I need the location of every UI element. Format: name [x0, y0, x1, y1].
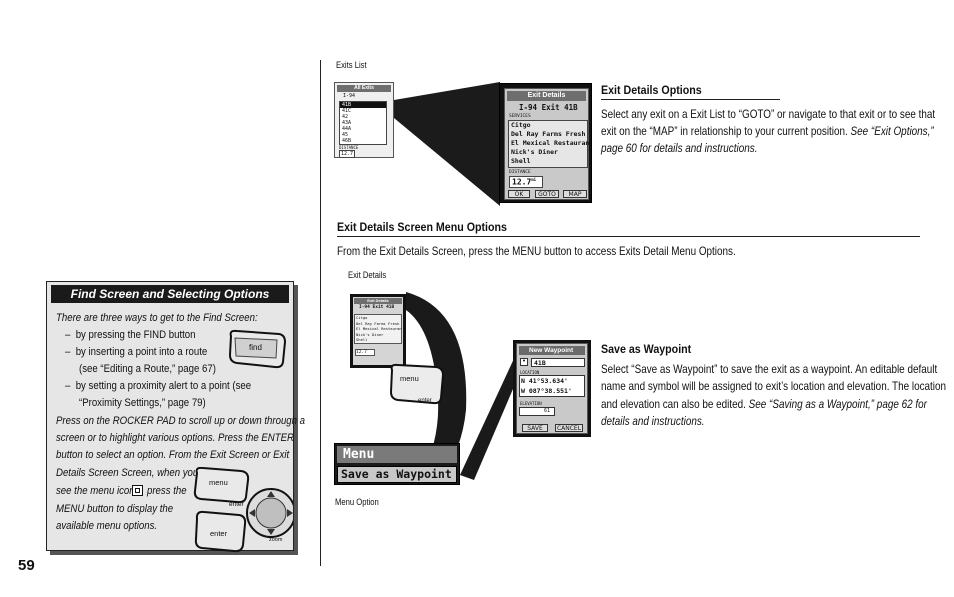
- list-item: Del Ray Farms Fresh: [356, 320, 400, 326]
- exit-details-options-line: page 60 for details and instructions.: [601, 141, 758, 155]
- save-as-waypoint-heading: Save as Waypoint: [601, 342, 692, 356]
- caption-exit-details: Exit Details: [348, 270, 387, 280]
- find-screen-sidebar: Find Screen and Selecting Options There …: [46, 281, 305, 553]
- ok-button[interactable]: OK: [508, 190, 530, 198]
- map-button[interactable]: MAP: [563, 190, 587, 198]
- list-item: Del Ray Farms Fresh: [511, 130, 586, 138]
- sidebar-way-1: – by pressing the FIND button: [65, 329, 196, 341]
- heading-rule: [337, 236, 920, 237]
- find-button-illustration: find: [227, 328, 287, 370]
- sidebar-para-line: press the: [147, 485, 187, 497]
- menu-swoosh: [406, 292, 528, 480]
- exit-details-services-label: SERVICES: [509, 114, 531, 119]
- small-exit: I-94 Exit 41B: [359, 305, 395, 310]
- new-waypoint-screen: New Waypoint • 41B LOCATION N 41°53.634'…: [513, 340, 591, 437]
- sidebar-para-line: Press on the ROCKER PAD to scroll up or …: [56, 415, 306, 427]
- exit-details-menu-line: From the Exit Details Screen, press the …: [337, 244, 736, 258]
- elevation-label: ELEVATION: [520, 401, 542, 406]
- list-item: Shell: [511, 157, 531, 165]
- save-as-waypoint-option[interactable]: Save as Waypoint: [337, 466, 457, 483]
- exit-details-distance-label: DISTANCE: [509, 170, 531, 175]
- list-item: Nick's Diner: [511, 148, 558, 156]
- exit-details-menu-heading: Exit Details Screen Menu Options: [337, 220, 507, 234]
- list-item: Nick's Diner: [356, 331, 384, 337]
- list-item: 41B: [340, 102, 386, 108]
- list-item: 44A: [342, 126, 352, 132]
- exit-details-options-line: exit on the “MAP” in relationship to you…: [601, 124, 934, 138]
- list-item: 41C: [342, 108, 352, 114]
- all-exits-distance-label: DISTANCE: [339, 145, 359, 150]
- all-exits-screen: All Exits I-94 41B 41C 42 43A 44A 45 46B…: [334, 82, 394, 158]
- location-field[interactable]: N 41°53.634' W 087°38.551': [519, 375, 585, 397]
- waypoint-symbol-icon[interactable]: •: [520, 358, 528, 366]
- caption-menu-option: Menu Option: [335, 497, 379, 507]
- menu-title: Menu: [337, 446, 457, 463]
- elevation-field[interactable]: 61: [519, 407, 555, 416]
- exit-details-screen: Exit Details I-94 Exit 41B SERVICES Citg…: [499, 83, 592, 203]
- latitude: N 41°53.634': [521, 377, 568, 385]
- sidebar-way-3-ref: “Proximity Settings,” page 79): [79, 397, 206, 409]
- save-button[interactable]: SAVE: [522, 424, 548, 432]
- save-as-waypoint-line: details and instructions.: [601, 414, 705, 428]
- exit-details-exit: I-94 Exit 41B: [519, 103, 578, 112]
- all-exits-road: I-94: [343, 93, 356, 99]
- sidebar-para-line: screen or to highlight various options. …: [56, 432, 294, 444]
- enter-partial-label: enter: [229, 501, 244, 508]
- exit-details-options-line: Select any exit on a Exit List to “GOTO”…: [601, 107, 936, 121]
- enter-button-label: enter: [210, 529, 228, 538]
- device-buttons-illustration: menu enter enter zoom: [193, 466, 296, 562]
- page-number: 59: [18, 557, 35, 574]
- all-exits-title: All Exits: [337, 85, 391, 92]
- caption-exits-list: Exits List: [336, 60, 367, 70]
- exit-details-options-heading: Exit Details Options: [601, 83, 702, 97]
- exit-details-title: Exit Details: [507, 91, 586, 101]
- menu-button-illustration: menu enter: [388, 362, 446, 406]
- list-item: Shell: [356, 337, 368, 343]
- longitude: W 087°38.551': [521, 387, 572, 395]
- list-item: El Mexical Restauran: [356, 326, 402, 332]
- new-waypoint-title: New Waypoint: [519, 346, 585, 355]
- goto-button[interactable]: GOTO: [535, 190, 559, 198]
- list-item: Citgo: [511, 121, 531, 129]
- zoom-label: zoom: [269, 537, 283, 543]
- menu-button-label: menu: [209, 478, 228, 487]
- menu-screen: Menu Save as Waypoint: [334, 443, 460, 485]
- find-button-label: find: [249, 343, 262, 352]
- small-distance: 12.7: [355, 349, 375, 356]
- list-item: 43A: [342, 120, 352, 126]
- menu-icon: [132, 485, 143, 496]
- save-as-waypoint-line: Select “Save as Waypoint” to save the ex…: [601, 362, 938, 376]
- sidebar-way-2-ref: (see “Editing a Route,” page 67): [79, 363, 216, 375]
- list-item: 46B: [342, 138, 352, 144]
- small-title: Exit Details: [354, 298, 402, 304]
- list-item: 42: [342, 114, 349, 120]
- sidebar-title: Find Screen and Selecting Options: [51, 285, 289, 303]
- exit-details-small-screen: Exit Details I-94 Exit 41B Citgo Del Ray…: [350, 294, 406, 368]
- all-exits-list: 41B 41C 42 43A 44A 45 46B: [339, 101, 387, 145]
- waypoint-name-field[interactable]: 41B: [531, 358, 585, 367]
- exit-details-distance: 12.7mi: [509, 176, 543, 188]
- list-item: El Mexical Restauran: [511, 139, 590, 147]
- sidebar-para-line: MENU button to display the: [56, 503, 174, 515]
- sidebar-para-line: see the menu icon: [56, 485, 135, 497]
- callout-connector: [394, 82, 500, 206]
- sidebar-para-line: Details Screen Screen, when you: [56, 467, 199, 479]
- location-label: LOCATION: [520, 370, 540, 375]
- page-divider: [320, 60, 321, 566]
- sidebar-way-2: – by inserting a point into a route: [65, 346, 208, 358]
- heading-rule: [601, 99, 780, 100]
- sidebar-para-line: available menu options.: [56, 520, 158, 532]
- enter-partial-label-2: enter: [418, 398, 432, 404]
- sidebar-intro: There are three ways to get to the Find …: [56, 312, 258, 324]
- cancel-button[interactable]: CANCEL: [555, 424, 583, 432]
- menu-button-label-2: menu: [400, 374, 419, 383]
- save-as-waypoint-line: and elevation can also be edited. See “S…: [601, 397, 927, 411]
- sidebar-para-line: button to select an option. From the Exi…: [56, 449, 290, 461]
- list-item: 45: [342, 132, 349, 138]
- list-item: Citgo: [356, 315, 368, 320]
- all-exits-distance: 12.7: [339, 150, 356, 158]
- save-as-waypoint-line: name and symbol will be assigned to exit…: [601, 379, 947, 393]
- sidebar-way-3: – by setting a proximity alert to a poin…: [65, 380, 252, 392]
- services-list: Citgo Del Ray Farms Fresh El Mexical Res…: [508, 120, 590, 168]
